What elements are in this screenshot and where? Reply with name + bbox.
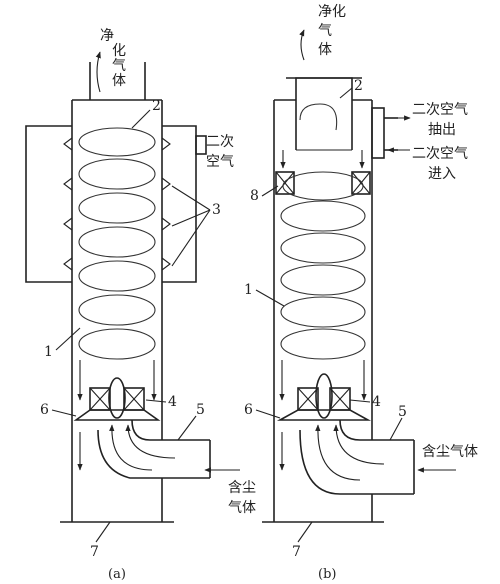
part-b-7: 7 bbox=[292, 544, 301, 560]
part-a-7: 7 bbox=[90, 544, 99, 560]
part-b-1: 1 bbox=[244, 282, 253, 298]
leader-a-5 bbox=[177, 415, 197, 441]
inlet-b-outer bbox=[299, 429, 414, 495]
outlet-a-text-2: 化 bbox=[112, 43, 126, 59]
guide-vane-a bbox=[73, 377, 161, 421]
part-a-1: 1 bbox=[44, 344, 53, 360]
secondary-air-out-text-2: 抽出 bbox=[428, 122, 456, 138]
jacket-a-left bbox=[25, 125, 72, 283]
leader-b-6 bbox=[255, 409, 281, 419]
inlet-b-inner bbox=[339, 419, 414, 441]
leader-b-2 bbox=[339, 87, 353, 99]
leader-b-7 bbox=[297, 521, 313, 543]
leader-a-1 bbox=[55, 327, 81, 351]
spiral-flow-b bbox=[280, 103, 366, 360]
part-b-5: 5 bbox=[398, 404, 407, 420]
inlet-a-inner bbox=[131, 419, 210, 441]
outlet-b-text-2: 气 bbox=[318, 23, 332, 39]
spiral-flow-a bbox=[78, 127, 156, 360]
leader-b-4 bbox=[349, 399, 371, 403]
part-b-6: 6 bbox=[244, 402, 253, 418]
secondary-air-in-text-1: 二次空气 bbox=[412, 146, 468, 162]
part-b-8: 8 bbox=[250, 188, 259, 204]
secondary-air-out-text-1: 二次空气 bbox=[412, 102, 468, 118]
outlet-b-text-1: 净化 bbox=[318, 4, 346, 20]
leader-a-4 bbox=[145, 399, 167, 403]
outlet-b-text-3: 体 bbox=[318, 42, 332, 58]
leader-a-3b bbox=[171, 209, 211, 227]
leader-a-2 bbox=[131, 109, 151, 129]
leader-a-6 bbox=[51, 409, 77, 417]
inlet-a-outer bbox=[97, 429, 210, 479]
part-a-2: 2 bbox=[152, 98, 161, 114]
inlet-b-flow-1 bbox=[315, 424, 361, 481]
secondary-air-in-text-2: 进入 bbox=[428, 166, 456, 182]
panel-b: 净化 气 体 二次空气 抽出 二次空气 进入 含尘气体 1 2 4 5 6 7 … bbox=[244, 4, 478, 582]
outlet-a-arrow bbox=[95, 51, 101, 93]
leader-b-5 bbox=[389, 417, 403, 441]
jacket-a-right bbox=[162, 125, 197, 283]
guide-vane-b bbox=[276, 373, 372, 421]
nozzles-a bbox=[63, 137, 171, 271]
outlet-a-text-4: 体 bbox=[112, 73, 126, 89]
part-b-2: 2 bbox=[354, 78, 363, 94]
leader-b-1 bbox=[255, 289, 285, 307]
part-a-5: 5 bbox=[196, 402, 205, 418]
secondary-air-a-text-1: 二次 bbox=[206, 134, 234, 150]
inlet-a-flow-2 bbox=[125, 424, 176, 459]
leader-a-3c bbox=[171, 209, 211, 267]
outlet-a-text-3: 气 bbox=[112, 58, 126, 74]
inlet-a-text-2: 气体 bbox=[228, 500, 256, 516]
outlet-a-text-1: 净 bbox=[100, 28, 114, 44]
secondary-air-b-chamber bbox=[371, 107, 385, 159]
part-a-3: 3 bbox=[212, 202, 221, 218]
inlet-a-text-1: 含尘 bbox=[228, 480, 256, 496]
part-b-4: 4 bbox=[372, 394, 381, 410]
inlet-a-flow-1 bbox=[109, 424, 153, 471]
nozzle-blocks-b bbox=[275, 149, 371, 195]
inlet-b-text: 含尘气体 bbox=[422, 444, 478, 460]
jacket-a-port bbox=[195, 135, 207, 155]
leader-a-7 bbox=[95, 521, 111, 543]
leader-a-3a bbox=[171, 185, 211, 211]
outlet-b bbox=[295, 77, 353, 150]
outlet-b-arrow bbox=[299, 29, 305, 61]
caption-b: (b) bbox=[318, 567, 336, 582]
inlet-b-flow-2 bbox=[333, 424, 385, 465]
panel-a: 净 化 气 体 二次 空气 含尘 气体 1 2 3 4 5 6 7 (a) bbox=[25, 28, 256, 582]
leader-b-8 bbox=[261, 185, 279, 197]
part-a-6: 6 bbox=[40, 402, 49, 418]
secondary-air-a-text-2: 空气 bbox=[206, 154, 234, 170]
caption-a: (a) bbox=[108, 567, 126, 582]
part-a-4: 4 bbox=[168, 394, 177, 410]
